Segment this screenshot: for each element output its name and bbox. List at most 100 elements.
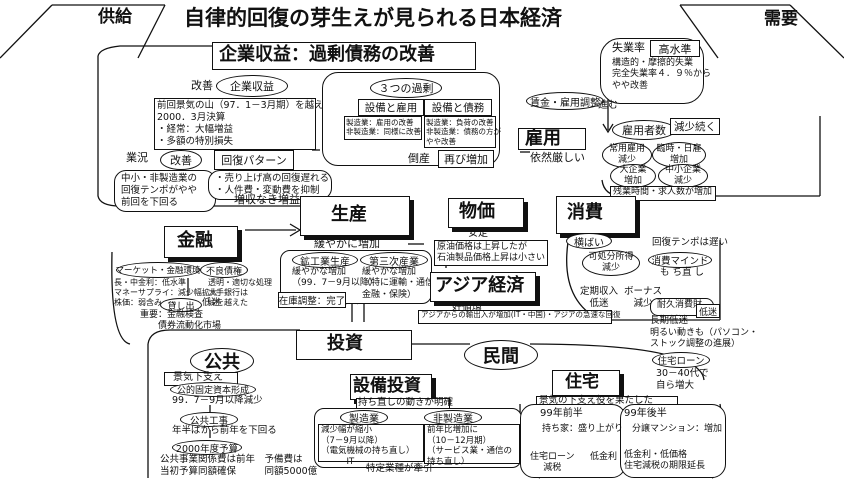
public-oval: 公共	[190, 348, 254, 374]
high-level-box: 高水準	[650, 40, 700, 57]
capex-recovery: 持ち直しの動きが明確	[358, 397, 454, 408]
capex-employment-box: 設備と雇用	[358, 99, 424, 116]
public-works-oval: 公共工事	[180, 412, 238, 427]
page-title: 自律的回復の芽生えが見られる日本経済	[184, 6, 562, 30]
low-interest-note: 低金利・低価格 住宅減税の期限延長	[624, 450, 706, 472]
peak-note: 前回景気の山（97．1－3月期）を越えた 2000．3月決算 ・経常：大幅増益 …	[154, 98, 333, 150]
consumption-title: 消費	[567, 202, 603, 223]
bad-debt-oval: 不良債権	[200, 262, 248, 278]
oil-price-note: 原油価格は上昇したが 石油製品価格上昇は小さい	[434, 240, 548, 266]
consumption-title-box: 消費	[556, 196, 636, 234]
employment-title: 雇用	[525, 128, 561, 149]
prices-stable: 安定	[468, 228, 488, 239]
public-works-note: 年半ばから前年を下回る	[172, 425, 277, 436]
corporate-profit-oval: 企業収益	[216, 75, 288, 97]
market-note: 長・中金利：低水準 マネーサプライ：減少幅拡大 株価：弱含み	[114, 278, 218, 307]
sluggish-box: 低迷	[696, 304, 720, 318]
overtime-label: 残業時間・求人数が増加	[613, 187, 713, 197]
recovery-pattern-box: 回復パターン	[214, 150, 294, 170]
gyokyo-label: 業況	[126, 151, 148, 164]
prices-title-box: 物価	[448, 198, 524, 228]
bankruptcy-label: 倒産	[408, 152, 430, 165]
production-gradual: 緩やかに増加	[314, 237, 380, 250]
decline-box: 減少続く	[670, 118, 720, 135]
capex-title: 設備投資	[353, 376, 421, 396]
inventory-box: 在庫調整：完了	[278, 292, 346, 308]
market-oval: マーケット・金融環境	[116, 262, 201, 278]
large-firm-oval: 大企業 増加	[610, 164, 656, 188]
tertiary-note: 緩やかな増加 （特に運輸・通信 金融・保険）	[362, 267, 435, 300]
disposable-income-oval: 可処分所得 減少	[582, 250, 640, 276]
bonus-label: ボーナス 減少	[624, 286, 663, 309]
housing-early-region	[520, 404, 626, 478]
employment-status: 依然厳しい	[530, 151, 585, 164]
lending-sluggish: 低迷	[202, 298, 221, 308]
regular-income-label: 定期収入 低迷	[580, 286, 619, 309]
corporate-profit-title-box: 企業収益：過剰債務の改善	[212, 42, 476, 70]
gyokyo-kaizen-oval: 改善	[160, 150, 202, 170]
sales-note: ・売り上げ高の回復遅れる ・人件費・変動費を抑制	[208, 170, 332, 200]
early-99: 99年前半	[540, 408, 583, 419]
long-term-slump: 長期低迷	[650, 315, 689, 326]
lending-oval: 貸し出	[160, 298, 202, 312]
demand-label: 需要	[764, 9, 798, 29]
asia-title-box: アジア経済	[430, 272, 536, 302]
sme-note: 中小・非製造業の 回復テンポがやや 前回を下回る	[114, 170, 216, 212]
loan-tax-cut: 住宅ローン 減税	[530, 452, 575, 474]
fixed-capital-note: 99．7－9月以降減少	[172, 395, 263, 406]
flat-oval: 横ばい	[566, 233, 612, 249]
capex-title-box: 設備投資	[350, 374, 432, 400]
employment-title-box: 雇用	[518, 128, 586, 150]
employment-note: 製造業：雇用の改善 非製造業：同様に改善	[344, 116, 422, 140]
housing-title-box: 住宅	[552, 370, 620, 396]
housing-late-region	[620, 404, 726, 478]
corporate-profit-title: 企業収益：過剰債務の改善	[219, 44, 435, 65]
age-group-note: 30－40代で 自ら増大	[656, 368, 709, 391]
debt-note: 製造業：負荷の改善 非製造業：債務の方が やや改善	[424, 116, 501, 148]
mining-industry-oval: 鉱工業生産	[292, 252, 358, 268]
small-firm-oval: 中小企業 減少	[658, 164, 708, 188]
asia-note-box: アジアからの輸出入が増加(IT・中国)・アジアの急速な回復	[418, 310, 621, 324]
mind-recovery: も ち直 し	[660, 267, 705, 278]
profit-without-revenue: 増収なき増益	[234, 193, 300, 206]
investment-title: 投資	[327, 333, 363, 354]
unemployment-label: 失業率	[612, 41, 645, 54]
three-excess-oval: ３つの過剰	[370, 78, 442, 98]
important-note: 重要：金融検査 債券流動化市場	[140, 310, 222, 332]
condo-note: 分譲マンション：増加	[632, 424, 723, 434]
asia-title: アジア経済	[435, 275, 525, 296]
unemployment-note: 構造的・摩擦的失業 完全失業率４．９％から やや改善	[612, 58, 712, 91]
late-99: 99年後半	[624, 408, 667, 419]
supply-label: 供給	[98, 7, 132, 27]
consumer-mind-oval: 消費マインド	[648, 252, 712, 268]
budget-oval: 2000年度予算	[172, 440, 242, 455]
manufacturing-note: 減少幅が縮小 （7－9月以降） （電気機械の持ち直し） IT	[318, 424, 424, 467]
slow-recovery: 回復テンポは遅い	[652, 237, 729, 248]
fixed-capital-oval: 公的固定資本形成	[170, 382, 256, 397]
prices-title: 物価	[459, 201, 495, 222]
virtuous-cycle: 好循環	[452, 302, 482, 313]
housing-title: 住宅	[565, 372, 599, 392]
private-oval: 民間	[464, 340, 538, 370]
bright-movement: 明るい動きも（パソコン・ ストック調整の進展）	[650, 328, 759, 350]
bad-debt-note: 透明・適切な処理 大手銀行は 峠を越えた	[208, 278, 272, 307]
mining-note: 緩やかな増加 （99．7－9月以降）	[292, 267, 378, 289]
finance-title-box: 金融	[164, 226, 238, 258]
employee-count-oval: 雇用者数	[612, 120, 676, 140]
production-title-box: 生産	[300, 196, 410, 236]
bankruptcy-increase-box: 再び増加	[438, 150, 494, 168]
budget-note: 公共事業関係費は前年 予備費は 当初予算同額確保 同額5000億	[160, 454, 318, 477]
low-interest: 低金利	[590, 452, 618, 462]
progress-label: 進む	[598, 100, 618, 111]
production-title: 生産	[331, 204, 367, 225]
finance-title: 金融	[177, 230, 213, 251]
non-manufacturing-note: 前年比増加に （10－12月期） （サービス業・通信の 持ち直し）	[424, 424, 520, 467]
tertiary-industry-oval: 第三次産業	[360, 252, 428, 268]
durables-label: 耐久消費財	[657, 300, 703, 310]
wage-adjustment-oval: 賃金・雇用調整	[526, 92, 604, 110]
asia-note: アジアからの輸出入が増加(IT・中国)・アジアの急速な回復	[421, 310, 621, 319]
public-support: 景気下支え	[173, 372, 223, 383]
manufacturing-oval: 製造業	[340, 410, 388, 425]
housing-support: 景気の下支え役を果たした	[539, 395, 654, 406]
